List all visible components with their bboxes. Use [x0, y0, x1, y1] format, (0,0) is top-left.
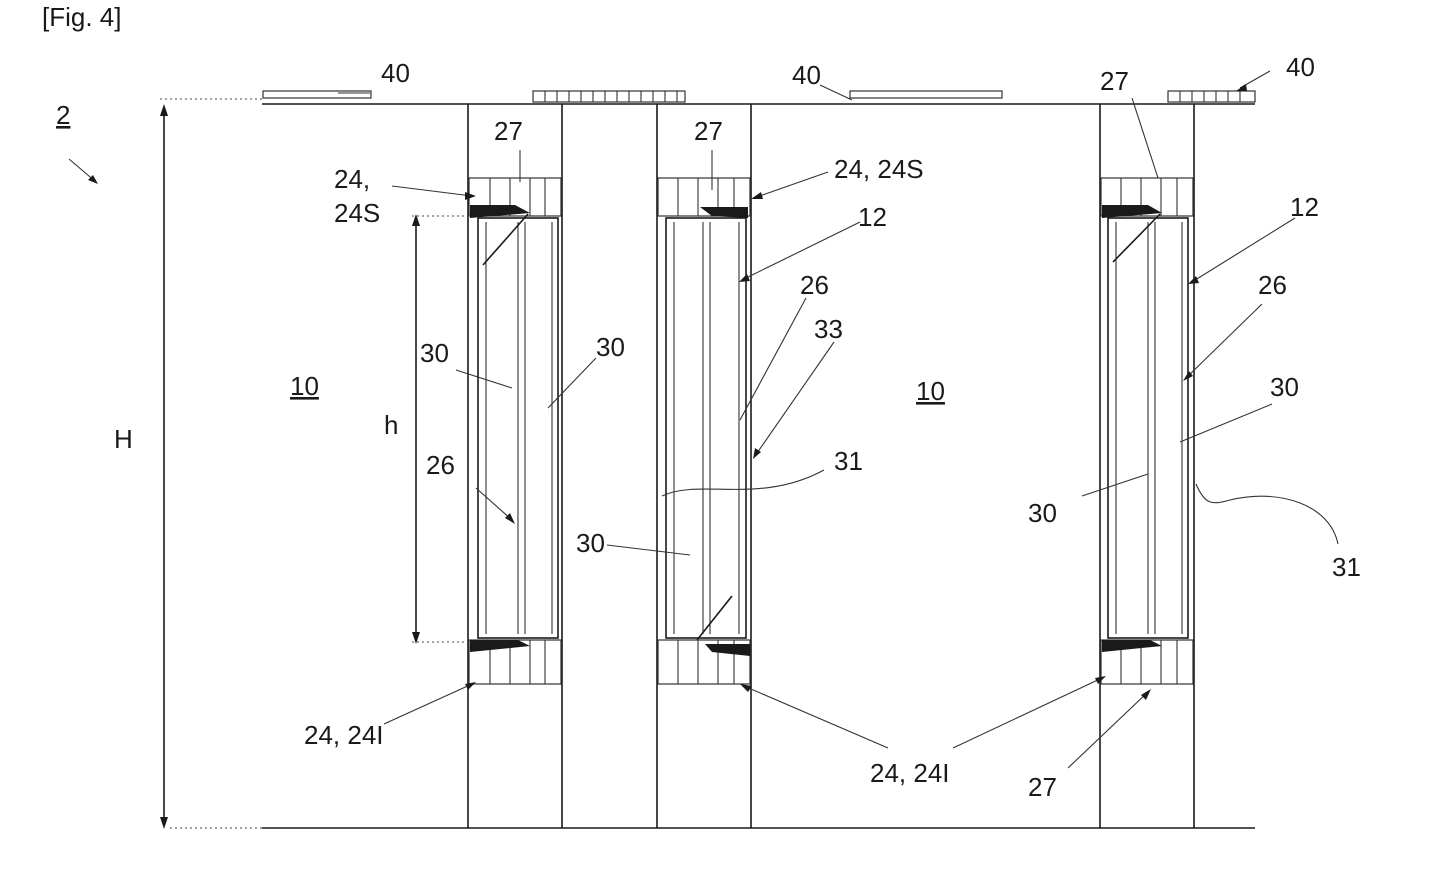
label-seal-upper-left-1: 24, — [334, 164, 370, 194]
label-edge-right: 31 — [1332, 552, 1361, 582]
label-compartment-left: 10 — [290, 371, 319, 401]
cover-plate-2 — [850, 91, 1002, 98]
label-seal-upper-middle: 24, 24S — [834, 154, 924, 184]
dimension-h — [412, 214, 470, 644]
cover-plate-grid-1 — [533, 91, 685, 102]
label-joint: 33 — [814, 314, 843, 344]
figure-caption: [Fig. 4] — [42, 2, 121, 32]
pillar-middle — [657, 104, 751, 828]
label-cover-1: 40 — [381, 58, 410, 88]
label-membrane-left: 26 — [426, 450, 455, 480]
label-pillar-middle: 12 — [858, 202, 887, 232]
label-cover-3: 40 — [1286, 52, 1315, 82]
label-height-panel: h — [384, 410, 398, 440]
pillar-left — [468, 104, 562, 828]
label-rib-right-1: 30 — [1270, 372, 1299, 402]
label-clip-left: 27 — [494, 116, 523, 146]
label-membrane-right: 26 — [1258, 270, 1287, 300]
label-clip-middle: 27 — [694, 116, 723, 146]
dimension-H — [160, 99, 262, 829]
label-pillar-right: 12 — [1290, 192, 1319, 222]
label-edge-middle: 31 — [834, 446, 863, 476]
cover-plate-1 — [263, 91, 371, 98]
label-rib-middle: 30 — [576, 528, 605, 558]
label-seal-lower-left: 24, 24I — [304, 720, 384, 750]
pillar-right — [1100, 104, 1194, 828]
label-height-total: H — [114, 424, 133, 454]
label-seal-lower-middle: 24, 24I — [870, 758, 950, 788]
cover-plate-grid-2 — [1168, 91, 1255, 102]
label-compartment-right: 10 — [916, 376, 945, 406]
label-clip-right-bottom: 27 — [1028, 772, 1057, 802]
label-membrane-middle: 26 — [800, 270, 829, 300]
label-rib-right-2: 30 — [1028, 498, 1057, 528]
label-clip-right-top: 27 — [1100, 66, 1129, 96]
label-rib-left-2: 30 — [596, 332, 625, 362]
label-rib-left-1: 30 — [420, 338, 449, 368]
label-cover-2: 40 — [792, 60, 821, 90]
label-seal-upper-left-2: 24S — [334, 198, 380, 228]
label-assembly: 2 — [56, 100, 70, 130]
